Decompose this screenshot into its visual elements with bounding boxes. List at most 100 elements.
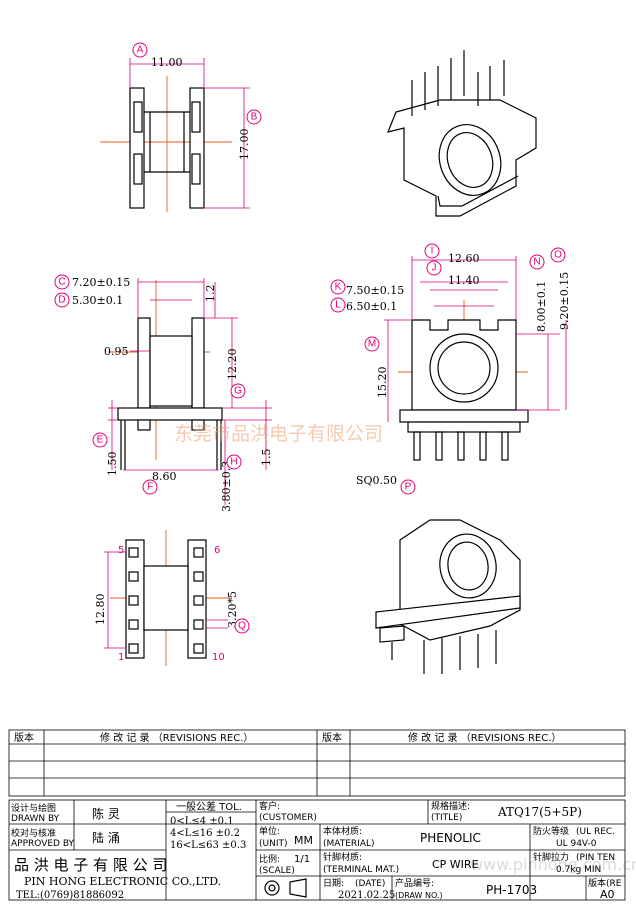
unit-cn: 单位: — [259, 825, 280, 837]
bubble-j: J — [432, 263, 437, 274]
rev-en: (RE — [606, 879, 622, 889]
bubble-k: K — [335, 282, 342, 293]
pull-en: (PIN TEN — [576, 853, 615, 863]
company-cn: 品 洪 电 子 有 限 公 司 — [14, 856, 167, 874]
tol-1: 0<L≤4 ±0.1 — [170, 816, 234, 827]
mat-en: (MATERIAL) — [323, 839, 375, 849]
rev-col-version-left: 版本 — [14, 731, 34, 744]
title-block: 设计与绘图 DRAWN BY 陈 灵 校对与核准 APPROVED BY 陆 涌… — [8, 799, 626, 901]
bubble-d: D — [58, 295, 65, 306]
bubble-l: L — [335, 300, 341, 311]
dim-g: 12.20 — [226, 349, 239, 381]
rev-col-version-right: 版本 — [322, 731, 342, 744]
date-cn: 日期: — [323, 878, 344, 889]
term-cn: 针脚材质: — [323, 851, 362, 863]
iso-view-top — [387, 50, 537, 217]
dim-d2: 1.2 — [204, 285, 217, 303]
pin-1-label: 1 — [118, 652, 124, 663]
unit-en: (UNIT) — [259, 839, 288, 849]
company-tel: TEL:(0769)81886092 — [16, 890, 124, 901]
bubble-f: F — [147, 482, 153, 493]
title-en: (TITLE) — [431, 813, 462, 823]
title-val: ATQ17(5+5P) — [497, 805, 582, 819]
fire-cn: 防火等级 — [533, 825, 569, 837]
scale-val: 1/1 — [294, 854, 310, 865]
rev-col-record-right: 修 改 记 录 （REVISIONS REC.） — [408, 731, 561, 744]
bubble-m: M — [368, 339, 376, 350]
dim-d: 5.30±0.1 — [72, 294, 123, 307]
dim-len: 12.80 — [94, 594, 107, 626]
pin-10-label: 10 — [212, 652, 225, 663]
unit-val: MM — [294, 834, 313, 847]
dim-o: 9.20±0.15 — [558, 272, 571, 330]
appr-val: 陆 涌 — [92, 830, 120, 845]
dim-c: 7.20±0.15 — [72, 276, 130, 289]
projection-symbol-icon — [264, 878, 307, 898]
bubble-a: A — [137, 45, 144, 56]
dim-a: 11.00 — [151, 56, 183, 69]
drawn-val: 陈 灵 — [92, 806, 120, 821]
watermark-url: www.pinhong.com.cn — [470, 855, 636, 874]
dim-k: 7.50±0.15 — [346, 284, 404, 297]
dwg-en: (DRAW NO.) — [395, 891, 443, 900]
appr-cn: 校对与核准 — [11, 827, 56, 839]
callout-bubbles: A B C D E F G H I J K L M N O P Q — [54, 42, 566, 634]
dwg-val: PH-1703 — [486, 883, 537, 897]
drawn-en: DRAWN BY — [11, 814, 60, 824]
dim-l: 6.50±0.1 — [346, 300, 397, 313]
dim-m: 15.20 — [376, 367, 389, 399]
mat-cn: 本体材质: — [323, 825, 362, 837]
scale-en: (SCALE) — [259, 866, 295, 876]
front-view: 12.60 11.40 7.50±0.15 6.50±0.1 15.20 8.0… — [346, 252, 571, 487]
dim-h2: 3.80±0.3 — [220, 461, 233, 512]
title-cn: 规格描述: — [431, 800, 470, 812]
iso-view-bottom — [375, 519, 521, 674]
tol-title: 一般公差 TOL. — [176, 800, 242, 813]
dim-b: 17.00 — [238, 129, 251, 161]
bottom-view: 5 6 1 10 12.80 3.20*5 — [94, 530, 239, 666]
term-val: CP WIRE — [432, 858, 479, 871]
dim-e: 1.50 — [106, 452, 119, 477]
dim-h: 1.5 — [260, 449, 273, 467]
dim-f: 8.60 — [152, 470, 177, 483]
mat-val: PHENOLIC — [420, 831, 481, 845]
bubble-b: B — [251, 112, 258, 123]
fire-val: UL 94V-0 — [556, 839, 597, 849]
revision-table: 版本 修 改 记 录 （REVISIONS REC.） 版本 修 改 记 录 （… — [8, 729, 626, 797]
bubble-p: P — [405, 482, 412, 493]
bubble-q: Q — [238, 621, 246, 632]
date-val: 2021.02.25 — [338, 890, 395, 901]
cust-cn: 客户: — [259, 800, 280, 812]
side-view: 7.20±0.15 5.30±0.1 1.2 0.95 12.20 1.5 1.… — [72, 276, 273, 512]
drawn-cn: 设计与绘图 — [11, 802, 56, 814]
term-en: (TERMINAL MAT.) — [323, 865, 399, 875]
watermark-cn: 东莞市品洪电子有限公司 — [174, 423, 383, 445]
cust-en: (CUSTOMER) — [259, 813, 317, 823]
bubble-h: H — [230, 457, 237, 468]
bubble-i: I — [431, 246, 434, 257]
dim-j: 11.40 — [448, 274, 480, 287]
pin-6-label: 6 — [214, 545, 220, 556]
dwg-cn: 产品编号: — [395, 877, 434, 889]
top-view: 11.00 17.00 — [100, 56, 251, 212]
dim-i: 12.60 — [448, 252, 480, 265]
bubble-e: E — [97, 435, 104, 446]
appr-en: APPROVED BY — [11, 839, 75, 849]
dim-n: 8.00±0.1 — [535, 281, 548, 332]
rev-col-record-left: 修 改 记 录 （REVISIONS REC.） — [100, 731, 253, 744]
company-en: PIN HONG ELECTRONIC CO.,LTD. — [24, 875, 221, 888]
dim-q: 3.20*5 — [226, 591, 239, 628]
pull-cn: 针脚拉力 — [533, 851, 569, 863]
bubble-c: C — [58, 277, 65, 288]
pull-val: 0.7kg MIN — [556, 865, 601, 875]
rev-val: A0 — [600, 888, 615, 901]
date-en: (DATE) — [355, 879, 385, 889]
fire-en: (UL REC. — [576, 827, 615, 837]
dim-thk: 0.95 — [104, 345, 129, 358]
scale-cn: 比例: — [259, 853, 280, 865]
bubble-g: G — [234, 386, 242, 397]
rev-cn: 版本 — [588, 877, 606, 889]
pin-5-label: 5 — [118, 545, 124, 556]
tol-2: 4<L≤16 ±0.2 — [170, 828, 240, 839]
